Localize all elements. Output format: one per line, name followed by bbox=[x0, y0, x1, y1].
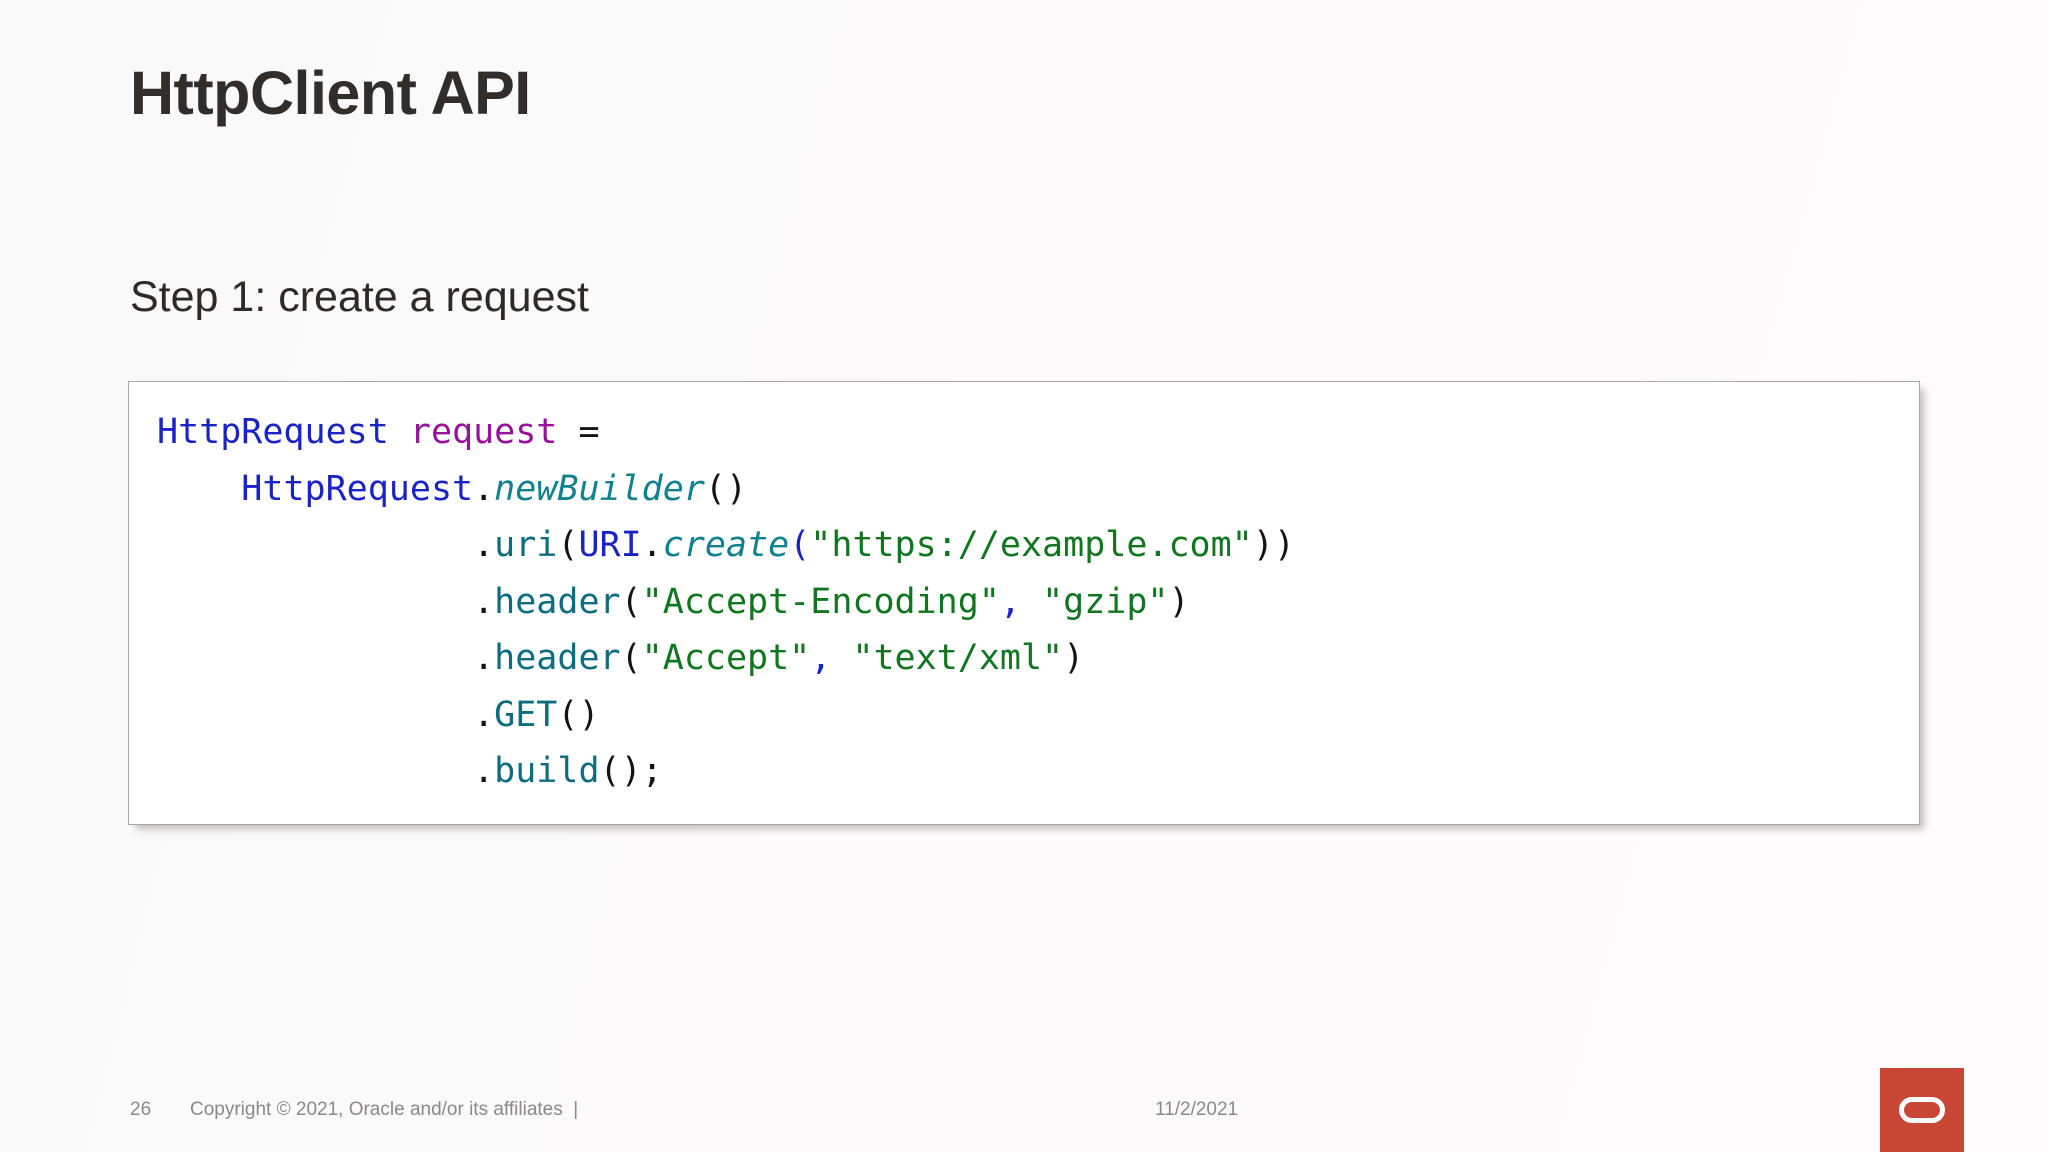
code-token: ( bbox=[620, 581, 642, 622]
code-token: )) bbox=[1252, 525, 1295, 565]
code-token: request bbox=[409, 412, 558, 452]
code-token: ( bbox=[557, 525, 579, 565]
footer-date: 11/2/2021 bbox=[1155, 1099, 1239, 1120]
code-token: . bbox=[641, 525, 663, 565]
oracle-o-mark bbox=[1899, 1097, 1945, 1123]
code-token: ) bbox=[1063, 638, 1085, 678]
step-heading: Step 1: create a request bbox=[130, 273, 589, 321]
code-token: HttpRequest bbox=[157, 412, 389, 452]
code-line: .header("Accept-Encoding", "gzip") bbox=[157, 574, 1295, 631]
code-token: HttpRequest bbox=[241, 468, 474, 509]
code-token: build bbox=[494, 751, 600, 791]
code-line: .build(); bbox=[157, 743, 1295, 800]
code-token: , bbox=[999, 581, 1021, 622]
code-line: .GET() bbox=[157, 687, 1295, 744]
code-token: ( bbox=[620, 638, 642, 678]
code-token: header bbox=[494, 638, 621, 678]
code-token: "https://example.com" bbox=[810, 525, 1253, 565]
code-token: () bbox=[557, 694, 600, 735]
footer-page-number: 26 bbox=[130, 1099, 152, 1120]
code-token: uri bbox=[494, 525, 558, 565]
code-line: .uri(URI.create("https://example.com")) bbox=[157, 517, 1295, 574]
code-line: HttpRequest request = bbox=[157, 404, 1295, 461]
code-token: create bbox=[662, 525, 790, 565]
code-token: ) bbox=[1168, 581, 1190, 622]
code-block: HttpRequest request = HttpRequest.newBui… bbox=[128, 381, 1920, 825]
code-token bbox=[557, 412, 578, 452]
code-token: = bbox=[578, 412, 600, 452]
code-token: . bbox=[473, 525, 495, 565]
code-token: "Accept" bbox=[641, 638, 811, 678]
code-content: HttpRequest request = HttpRequest.newBui… bbox=[157, 404, 1295, 800]
code-token: . bbox=[473, 581, 495, 622]
code-token: , bbox=[810, 638, 832, 678]
code-token: "text/xml" bbox=[852, 638, 1064, 678]
code-token: () bbox=[704, 468, 748, 509]
oracle-logo-icon bbox=[1880, 1068, 1964, 1152]
code-line: HttpRequest.newBuilder() bbox=[157, 461, 1295, 518]
code-token: (); bbox=[599, 751, 663, 791]
code-token: newBuilder bbox=[494, 468, 705, 509]
code-token bbox=[1021, 582, 1042, 622]
code-token: header bbox=[494, 581, 621, 622]
code-token: ( bbox=[789, 525, 811, 565]
code-token: . bbox=[473, 638, 495, 678]
page-title: HttpClient API bbox=[130, 59, 531, 127]
code-token: "Accept-Encoding" bbox=[641, 581, 1000, 622]
code-token bbox=[831, 638, 852, 678]
code-token: . bbox=[473, 694, 495, 735]
code-token: GET bbox=[494, 694, 558, 735]
code-token: . bbox=[473, 468, 495, 509]
code-token: "gzip" bbox=[1042, 581, 1169, 622]
code-token bbox=[389, 412, 410, 452]
footer-copyright: Copyright © 2021, Oracle and/or its affi… bbox=[190, 1099, 579, 1120]
code-line: .header("Accept", "text/xml") bbox=[157, 630, 1295, 687]
code-token: URI bbox=[578, 525, 642, 565]
code-token: . bbox=[473, 751, 495, 791]
